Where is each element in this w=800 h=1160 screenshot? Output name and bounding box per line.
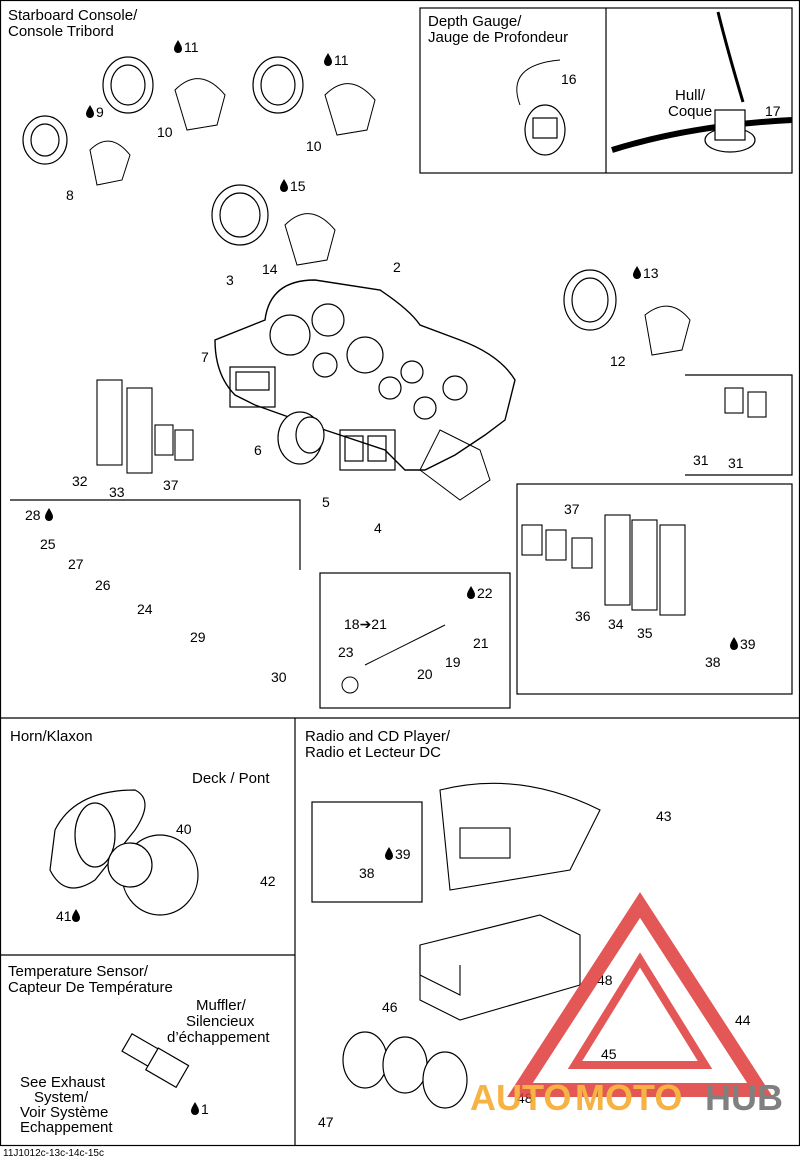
callout-10a: 10 — [157, 124, 173, 140]
muffler-label-1: Muffler/ — [196, 997, 247, 1014]
callout-37b: 37 — [564, 501, 580, 517]
callout-35: 35 — [637, 625, 653, 641]
callout-3: 3 — [226, 272, 234, 288]
callout-8: 8 — [66, 187, 74, 203]
callout-6: 6 — [254, 442, 262, 458]
callout-47: 47 — [318, 1114, 334, 1130]
radio-title-en: Radio and CD Player/ — [305, 728, 451, 745]
exhaust-label-4: Echappement — [20, 1119, 113, 1136]
callout-10b: 10 — [306, 138, 322, 154]
callout-31b: 31 — [728, 455, 744, 471]
gauge-10b — [252, 56, 376, 136]
hull-label-en: Hull/ — [675, 87, 706, 104]
callout-23: 23 — [338, 644, 354, 660]
callout-40: 40 — [176, 821, 192, 837]
callout-24: 24 — [137, 601, 153, 617]
horn-assembly — [49, 789, 199, 916]
callout-27: 27 — [68, 556, 84, 572]
gauge-8 — [22, 115, 131, 186]
hull-transducer-17 — [611, 11, 793, 153]
muffler-label-3: d’échappement — [167, 1029, 270, 1046]
depth-title-fr: Jauge de Profondeur — [428, 29, 568, 46]
callout-22: 22 — [477, 585, 493, 601]
horn-title: Horn/Klaxon — [10, 728, 93, 745]
switches-34-35 — [521, 514, 686, 616]
callout-4: 4 — [374, 520, 382, 536]
callout-29: 29 — [190, 629, 206, 645]
callout-34: 34 — [608, 616, 624, 632]
callout-9: 9 — [96, 104, 104, 120]
figure-code: 11J1012c-13c-14c-15c — [3, 1148, 104, 1159]
callout-1: 1 — [201, 1101, 209, 1117]
panel-5 — [339, 429, 396, 471]
watermark-hub: HUB — [705, 1077, 783, 1118]
callout-11b: 11 — [334, 52, 349, 68]
callout-38b: 38 — [359, 865, 375, 881]
callout-20: 20 — [417, 666, 433, 682]
callout-44: 44 — [735, 1012, 751, 1028]
muffler-label-2: Silencieux — [186, 1013, 255, 1030]
callout-38a: 38 — [705, 654, 721, 670]
starboard-title-fr: Console Tribord — [8, 23, 114, 40]
callout-2: 2 — [393, 259, 401, 275]
callout-17: 17 — [765, 103, 781, 119]
temperature-title-en: Temperature Sensor/ — [8, 963, 149, 980]
callout-14: 14 — [262, 261, 278, 277]
switches-32-33 — [96, 379, 194, 474]
callout-11a: 11 — [184, 39, 199, 55]
exhaust-label-3: Voir Système — [20, 1104, 108, 1121]
callout-16: 16 — [561, 71, 577, 87]
callout-13: 13 — [643, 265, 659, 281]
callout-32: 32 — [72, 473, 88, 489]
exhaust-label-1: See Exhaust — [20, 1074, 106, 1091]
callout-36: 36 — [575, 608, 591, 624]
callout-19: 19 — [445, 654, 461, 670]
callout-42: 42 — [260, 873, 276, 889]
depth-gauge-16 — [516, 59, 566, 156]
radio-title-fr: Radio et Lecteur DC — [305, 744, 441, 761]
callout-18-21: 18➔21 — [344, 616, 387, 632]
gauge-10a — [102, 56, 226, 131]
deck-label: Deck / Pont — [192, 770, 270, 787]
oil-drop-icon — [45, 40, 738, 1115]
callout-30: 30 — [271, 669, 287, 685]
callout-39b: 39 — [395, 846, 411, 862]
knob-assembly — [277, 411, 325, 465]
callout-33: 33 — [109, 484, 125, 500]
automotohub-watermark: AUTO MOTO HUB — [470, 892, 783, 1118]
depth-title-en: Depth Gauge/ — [428, 13, 522, 30]
callout-41: 41 — [56, 908, 72, 924]
starboard-title-en: Starboard Console/ — [8, 7, 138, 24]
speaker-47 — [342, 1031, 468, 1109]
callout-43: 43 — [656, 808, 672, 824]
switches-31 — [724, 387, 767, 418]
callout-26: 26 — [95, 577, 111, 593]
callout-21: 21 — [473, 635, 489, 651]
callout-37a: 37 — [163, 477, 179, 493]
radio-assembly — [419, 782, 601, 1021]
watermark-auto: AUTO — [470, 1077, 571, 1118]
callout-39a: 39 — [740, 636, 756, 652]
gauge-14 — [211, 184, 336, 266]
callout-25: 25 — [40, 536, 56, 552]
watermark-moto: MOTO — [575, 1077, 682, 1118]
callout-45: 45 — [601, 1046, 617, 1062]
callout-31a: 31 — [693, 452, 709, 468]
callout-5: 5 — [322, 494, 330, 510]
callout-28: 28 — [25, 507, 41, 523]
temperature-title-fr: Capteur De Température — [8, 979, 173, 996]
gauge-12 — [563, 269, 691, 356]
sub-panel-18-23 — [341, 624, 446, 694]
temperature-sensor — [121, 1033, 190, 1089]
exhaust-label-2: System/ — [34, 1089, 89, 1106]
callout-15: 15 — [290, 178, 306, 194]
callout-12: 12 — [610, 353, 626, 369]
callout-46: 46 — [382, 999, 398, 1015]
hull-label-fr: Coque — [668, 103, 712, 120]
panel-6 — [229, 366, 276, 408]
callout-7: 7 — [201, 349, 209, 365]
